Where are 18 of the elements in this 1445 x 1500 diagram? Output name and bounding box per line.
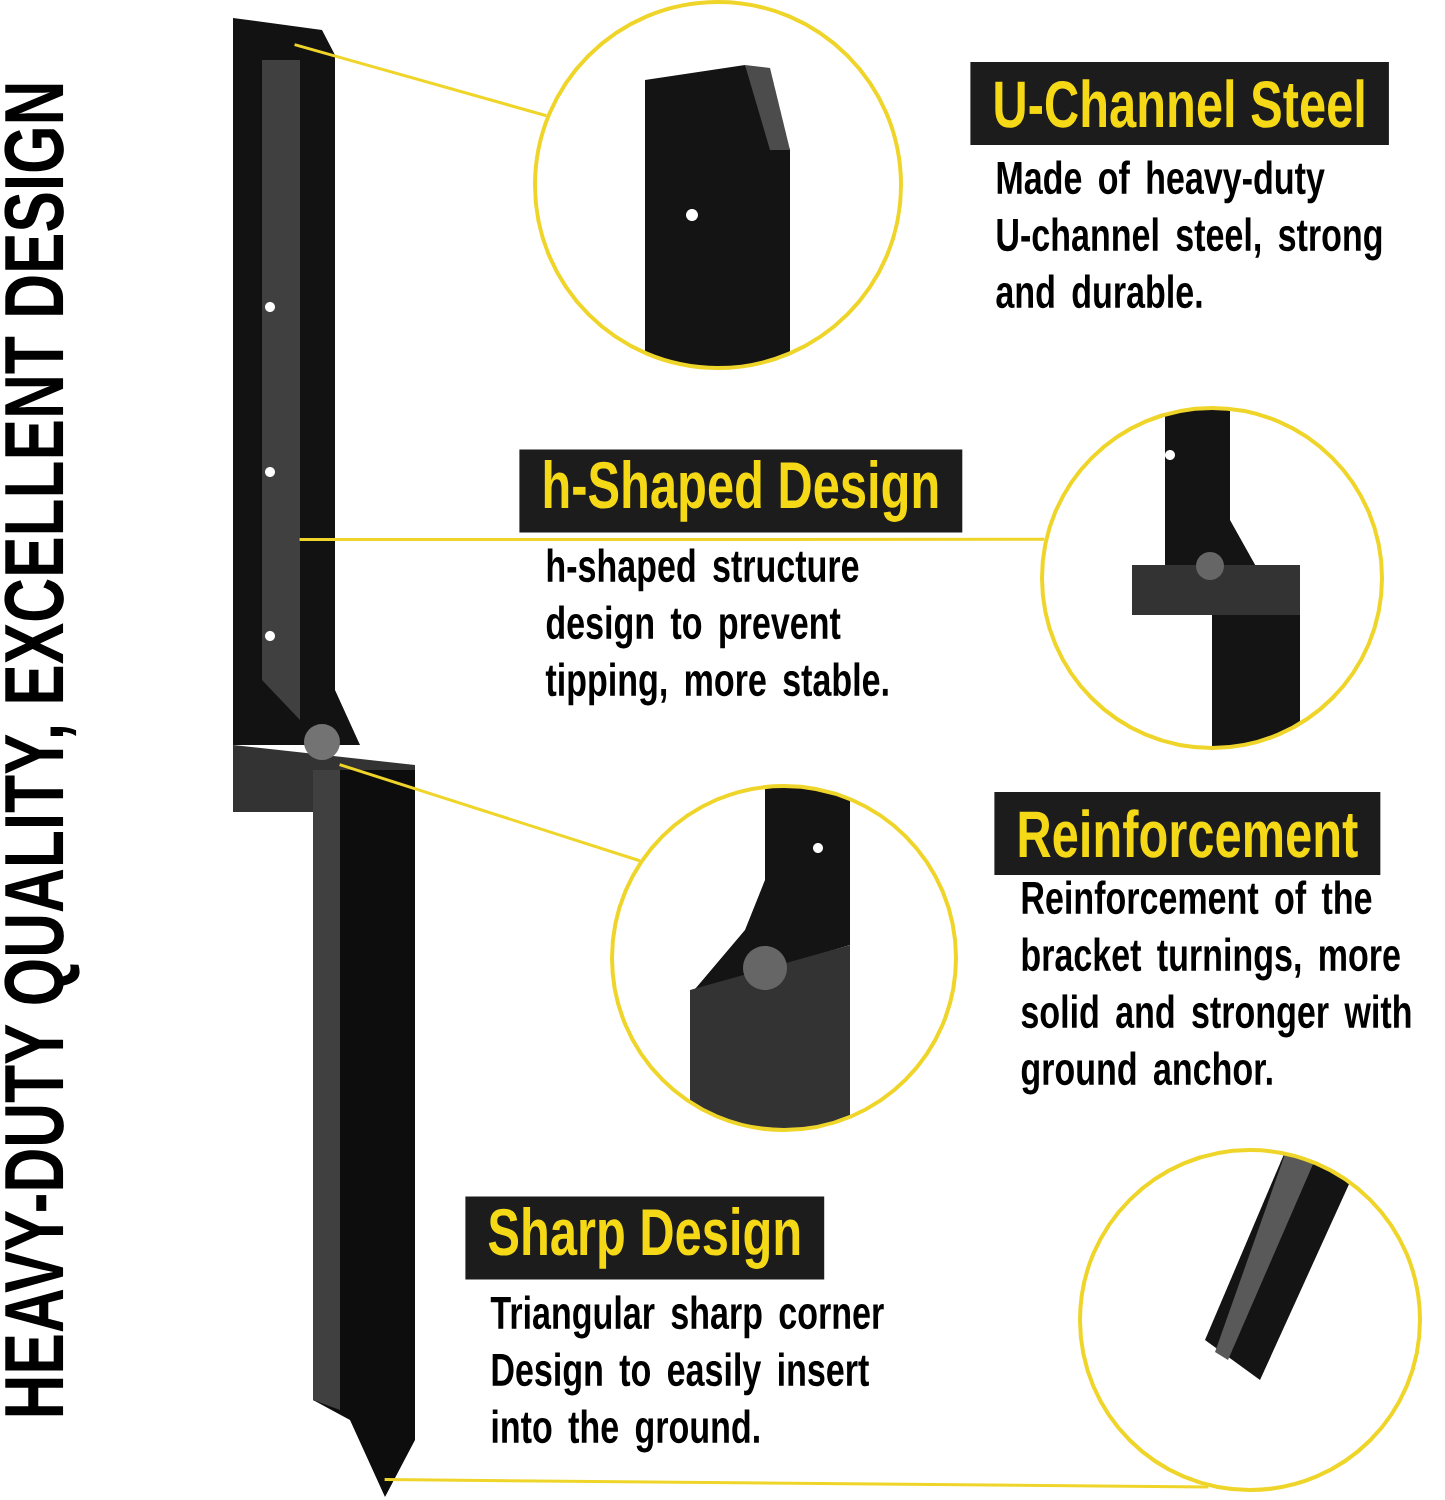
- detail-drawing: [1040, 406, 1384, 750]
- heading-box: h-Shaped Design: [519, 449, 963, 533]
- description-text: h-shaped structure design to prevent tipping, more stable.: [545, 548, 888, 706]
- heading-box: U-Channel Steel: [970, 62, 1389, 145]
- description-text: Made of heavy-duty U-channel steel, strong and durable.: [996, 160, 1382, 309]
- leader-line: [294, 43, 547, 118]
- heading-box: Reinforcement: [994, 792, 1381, 875]
- vertical-title: HEAVY-DUTY QUALITY, EXCELLENT DESIGN: [4, 84, 80, 1416]
- heading-box: Sharp Design: [465, 1196, 825, 1280]
- detail-drawing: [533, 0, 903, 370]
- description-text: Triangular sharp corner Design to easily insert into the ground.: [490, 1295, 884, 1453]
- detail-drawing: [610, 784, 958, 1132]
- leader-line: [339, 763, 641, 863]
- post-drawing: [233, 18, 415, 1497]
- leader-line: [384, 1478, 1209, 1489]
- detail-drawing: [1078, 1148, 1422, 1492]
- leader-line: [299, 537, 1045, 542]
- description-text: Reinforcement of the bracket turnings, more solid and stronger with ground anchor.: [1021, 880, 1411, 1095]
